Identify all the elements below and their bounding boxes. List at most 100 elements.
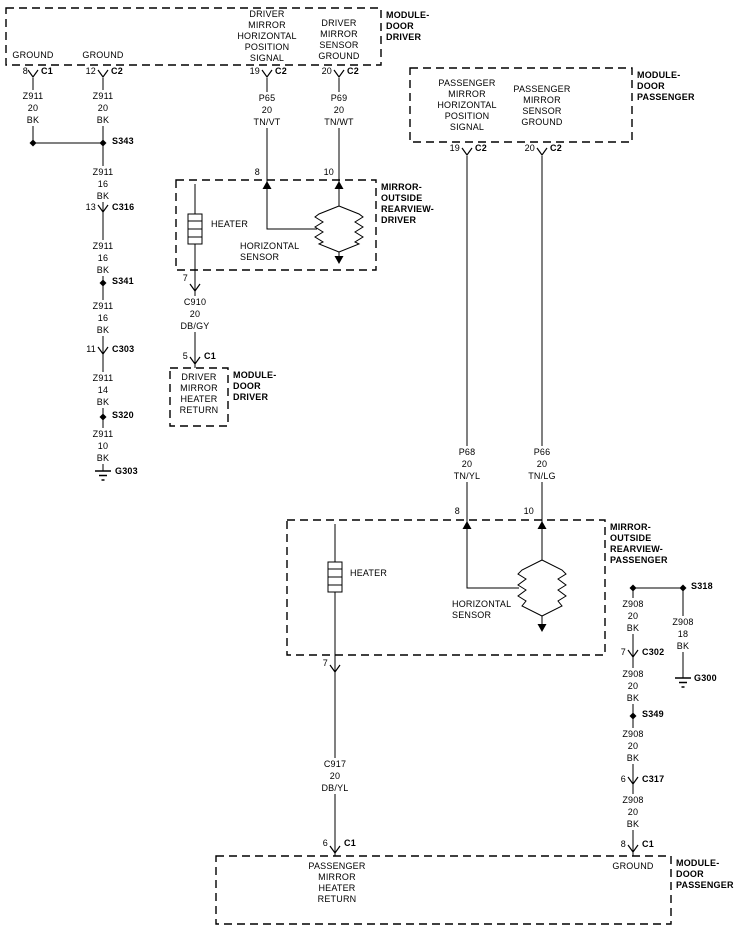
connector-symbol-driver-pin7: [189, 283, 201, 293]
driver-heater-return-box: [169, 367, 229, 427]
connector-name-c1: C1: [642, 839, 654, 849]
pin-number-7: 7: [182, 273, 188, 283]
ground-symbol-g300: [675, 677, 691, 688]
module-label-door-passenger-bottom: MODULE- DOOR PASSENGER: [676, 858, 734, 890]
connector-symbol-c303: [97, 346, 109, 356]
pin-number-7: 7: [322, 658, 328, 668]
connector-name-c1: C1: [204, 351, 216, 361]
splice-dot-driver-junction: [29, 139, 37, 147]
wire-label-p68: P68 20 TN/YL: [445, 446, 489, 482]
pin-number-10: 10: [523, 506, 534, 516]
wire-label-c910: C910 20 DB/GY: [173, 296, 217, 332]
wire-label-z908-20-seg2: Z908 20 BK: [611, 668, 655, 704]
sensor-label-driver: HORIZONTAL SENSOR: [240, 241, 300, 262]
wire-label-z908-20-seg4: Z908 20 BK: [611, 794, 655, 830]
connector-symbol-c1-passenger-ground: [627, 844, 639, 854]
arrow-passenger-sensor-down: [537, 624, 547, 632]
wire-label-z911-16-seg3: Z911 16 BK: [81, 300, 125, 336]
ground-symbol-g303: [95, 470, 111, 481]
module-label-mirror-driver: MIRROR- OUTSIDE REARVIEW- DRIVER: [381, 182, 434, 225]
connector-name-c302: C302: [642, 647, 665, 657]
splice-label-s341: S341: [112, 276, 134, 286]
signal-label-driver-ground-1: GROUND: [12, 50, 54, 60]
connector-name-c317: C317: [642, 774, 665, 784]
connector-name-c1: C1: [41, 66, 53, 76]
signal-label-passenger-sensor-ground: PASSENGER MIRROR SENSOR GROUND: [513, 84, 571, 127]
passenger-heater-return-box: [215, 855, 672, 925]
pin-number-19: 19: [449, 143, 460, 153]
splice-label-s343: S343: [112, 136, 134, 146]
pin-number-20: 20: [524, 143, 535, 153]
arrow-into-passenger-mirror-pin8: [462, 521, 472, 529]
module-door-passenger-top-box: [409, 67, 633, 143]
splice-label-s318: S318: [691, 581, 713, 591]
pin-number-10: 10: [323, 167, 334, 177]
pin-number-6: 6: [620, 774, 626, 784]
signal-label-driver-horizontal-position: DRIVER MIRROR HORIZONTAL POSITION SIGNAL: [237, 9, 297, 63]
sensor-label-passenger: HORIZONTAL SENSOR: [452, 599, 512, 620]
pin-number-8: 8: [454, 506, 460, 516]
splice-label-s349: S349: [642, 709, 664, 719]
wire-driver-sensor-signal-internal: [266, 181, 317, 230]
pin-number-6: 6: [322, 838, 328, 848]
connector-name-c303: C303: [112, 344, 135, 354]
mirror-outside-rearview-passenger-box: [286, 519, 606, 656]
arrow-into-driver-mirror-pin8: [262, 181, 272, 189]
pin-number-19: 19: [249, 66, 260, 76]
wire-label-z908-20-seg3: Z908 20 BK: [611, 728, 655, 764]
connector-symbol-c2-p69: [333, 69, 345, 79]
wire-label-p66: P66 20 TN/LG: [520, 446, 564, 482]
arrow-into-passenger-mirror-pin10: [537, 521, 547, 529]
connector-name-c2: C2: [275, 66, 287, 76]
connector-symbol-c317: [627, 776, 639, 786]
wire-label-p65: P65 20 TN/VT: [245, 92, 289, 128]
signal-label-driver-heater-return: DRIVER MIRROR HEATER RETURN: [179, 372, 219, 415]
connector-name-c2: C2: [111, 66, 123, 76]
pin-number-8: 8: [620, 839, 626, 849]
connector-name-c2: C2: [475, 143, 487, 153]
pin-number-11: 11: [86, 344, 96, 354]
connector-name-c2: C2: [347, 66, 359, 76]
ground-label-g300: G300: [694, 673, 717, 683]
splice-dot-s349: [629, 712, 637, 720]
module-label-door-driver-top: MODULE- DOOR DRIVER: [386, 10, 430, 42]
wire-label-z908-20-seg1: Z908 20 BK: [611, 598, 655, 634]
sensor-bridge-driver: [314, 205, 364, 253]
splice-dot-s343: [99, 139, 107, 147]
connector-symbol-c1-driver-ground: [27, 69, 39, 79]
connector-name-c1: C1: [344, 838, 356, 848]
pin-number-12: 12: [85, 66, 96, 76]
signal-label-passenger-ground: GROUND: [612, 861, 654, 871]
module-label-mirror-passenger: MIRROR- OUTSIDE REARVIEW- PASSENGER: [610, 522, 668, 565]
sensor-bridge-passenger: [517, 559, 567, 617]
pin-number-8: 8: [22, 66, 28, 76]
heater-symbol-passenger: [327, 561, 343, 593]
connector-symbol-c2-p66: [536, 147, 548, 157]
connector-symbol-c2-p68: [461, 147, 473, 157]
wire-label-z911-16-seg2: Z911 16 BK: [81, 240, 125, 276]
arrow-into-driver-mirror-pin10: [334, 181, 344, 189]
mirror-outside-rearview-driver-box: [175, 179, 377, 271]
connector-symbol-c302: [627, 649, 639, 659]
signal-label-driver-ground-2: GROUND: [82, 50, 124, 60]
pin-number-13: 13: [85, 202, 96, 212]
wire-passenger-sensor-signal-internal: [466, 521, 519, 589]
pin-number-20: 20: [321, 66, 332, 76]
wire-label-z911-20-col2: Z911 20 BK: [81, 90, 125, 126]
pin-number-5: 5: [182, 351, 188, 361]
wire-label-z911-10: Z911 10 BK: [81, 428, 125, 464]
connector-symbol-c1-driver-return: [189, 356, 201, 366]
signal-label-passenger-heater-return: PASSENGER MIRROR HEATER RETURN: [308, 861, 366, 904]
connector-name-c316: C316: [112, 202, 135, 212]
connector-symbol-c1-passenger-return: [329, 845, 341, 855]
signal-label-passenger-horizontal-position: PASSENGER MIRROR HORIZONTAL POSITION SIG…: [437, 78, 497, 132]
splice-dot-s320: [99, 413, 107, 421]
wire-label-p69: P69 20 TN/WT: [317, 92, 361, 128]
splice-label-s320: S320: [112, 410, 134, 420]
wire-label-z911-14: Z911 14 BK: [81, 372, 125, 408]
wire-label-z908-18: Z908 18 BK: [661, 616, 705, 652]
signal-label-driver-sensor-ground: DRIVER MIRROR SENSOR GROUND: [318, 18, 360, 61]
module-label-door-passenger-top: MODULE- DOOR PASSENGER: [637, 70, 695, 102]
wire-label-z911-16-seg1: Z911 16 BK: [81, 166, 125, 202]
